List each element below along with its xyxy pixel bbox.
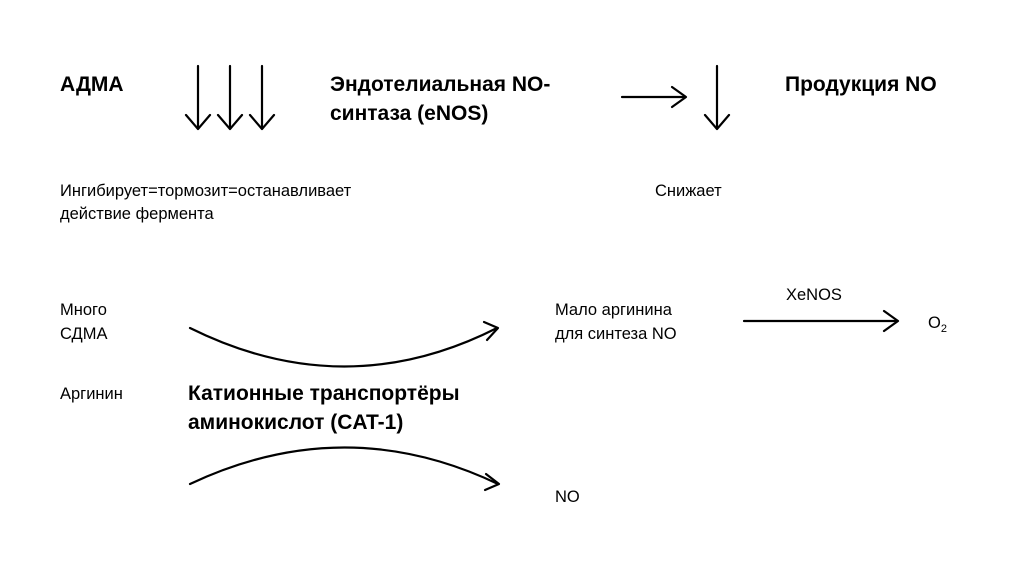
- many-sdma-line1: Много: [60, 301, 107, 319]
- xenos-label: XeNOS: [786, 286, 842, 304]
- curved-arrow-arginine: [188, 446, 501, 492]
- inhibit-note-line1: Ингибирует=тормозит=останавливает: [60, 182, 352, 200]
- little-arginine-line2: для синтеза NO: [555, 325, 677, 343]
- no-production-label: Продукция NO: [785, 73, 937, 96]
- down-arrow-3: [248, 64, 276, 131]
- cat-label-line2: аминокислот (CAT-1): [188, 411, 404, 434]
- down-arrow-2: [216, 64, 244, 131]
- little-arginine-line1: Мало аргинина: [555, 301, 672, 319]
- down-arrow-production: [703, 64, 731, 131]
- right-arrow-xenos: [742, 309, 900, 333]
- curved-arrow-sdma: [188, 320, 500, 368]
- enos-label-line2: синтаза (eNOS): [330, 102, 489, 125]
- right-arrow-enos: [620, 85, 688, 109]
- cat-label-line1: Катионные транспортёры: [188, 382, 460, 405]
- enos-label-line1: Эндотелиальная NO-: [330, 73, 551, 96]
- arginine-label: Аргинин: [60, 385, 123, 403]
- down-arrow-1: [184, 64, 212, 131]
- o2-base: O: [928, 314, 941, 332]
- o2-label: O2: [928, 313, 947, 336]
- adma-label: АДМА: [60, 73, 124, 96]
- decreases-note: Снижает: [655, 182, 722, 200]
- o2-subscript: 2: [940, 323, 947, 335]
- inhibit-note-line2: действие фермента: [60, 205, 214, 223]
- many-sdma-line2: СДМА: [60, 325, 108, 343]
- no-label: NO: [555, 488, 580, 506]
